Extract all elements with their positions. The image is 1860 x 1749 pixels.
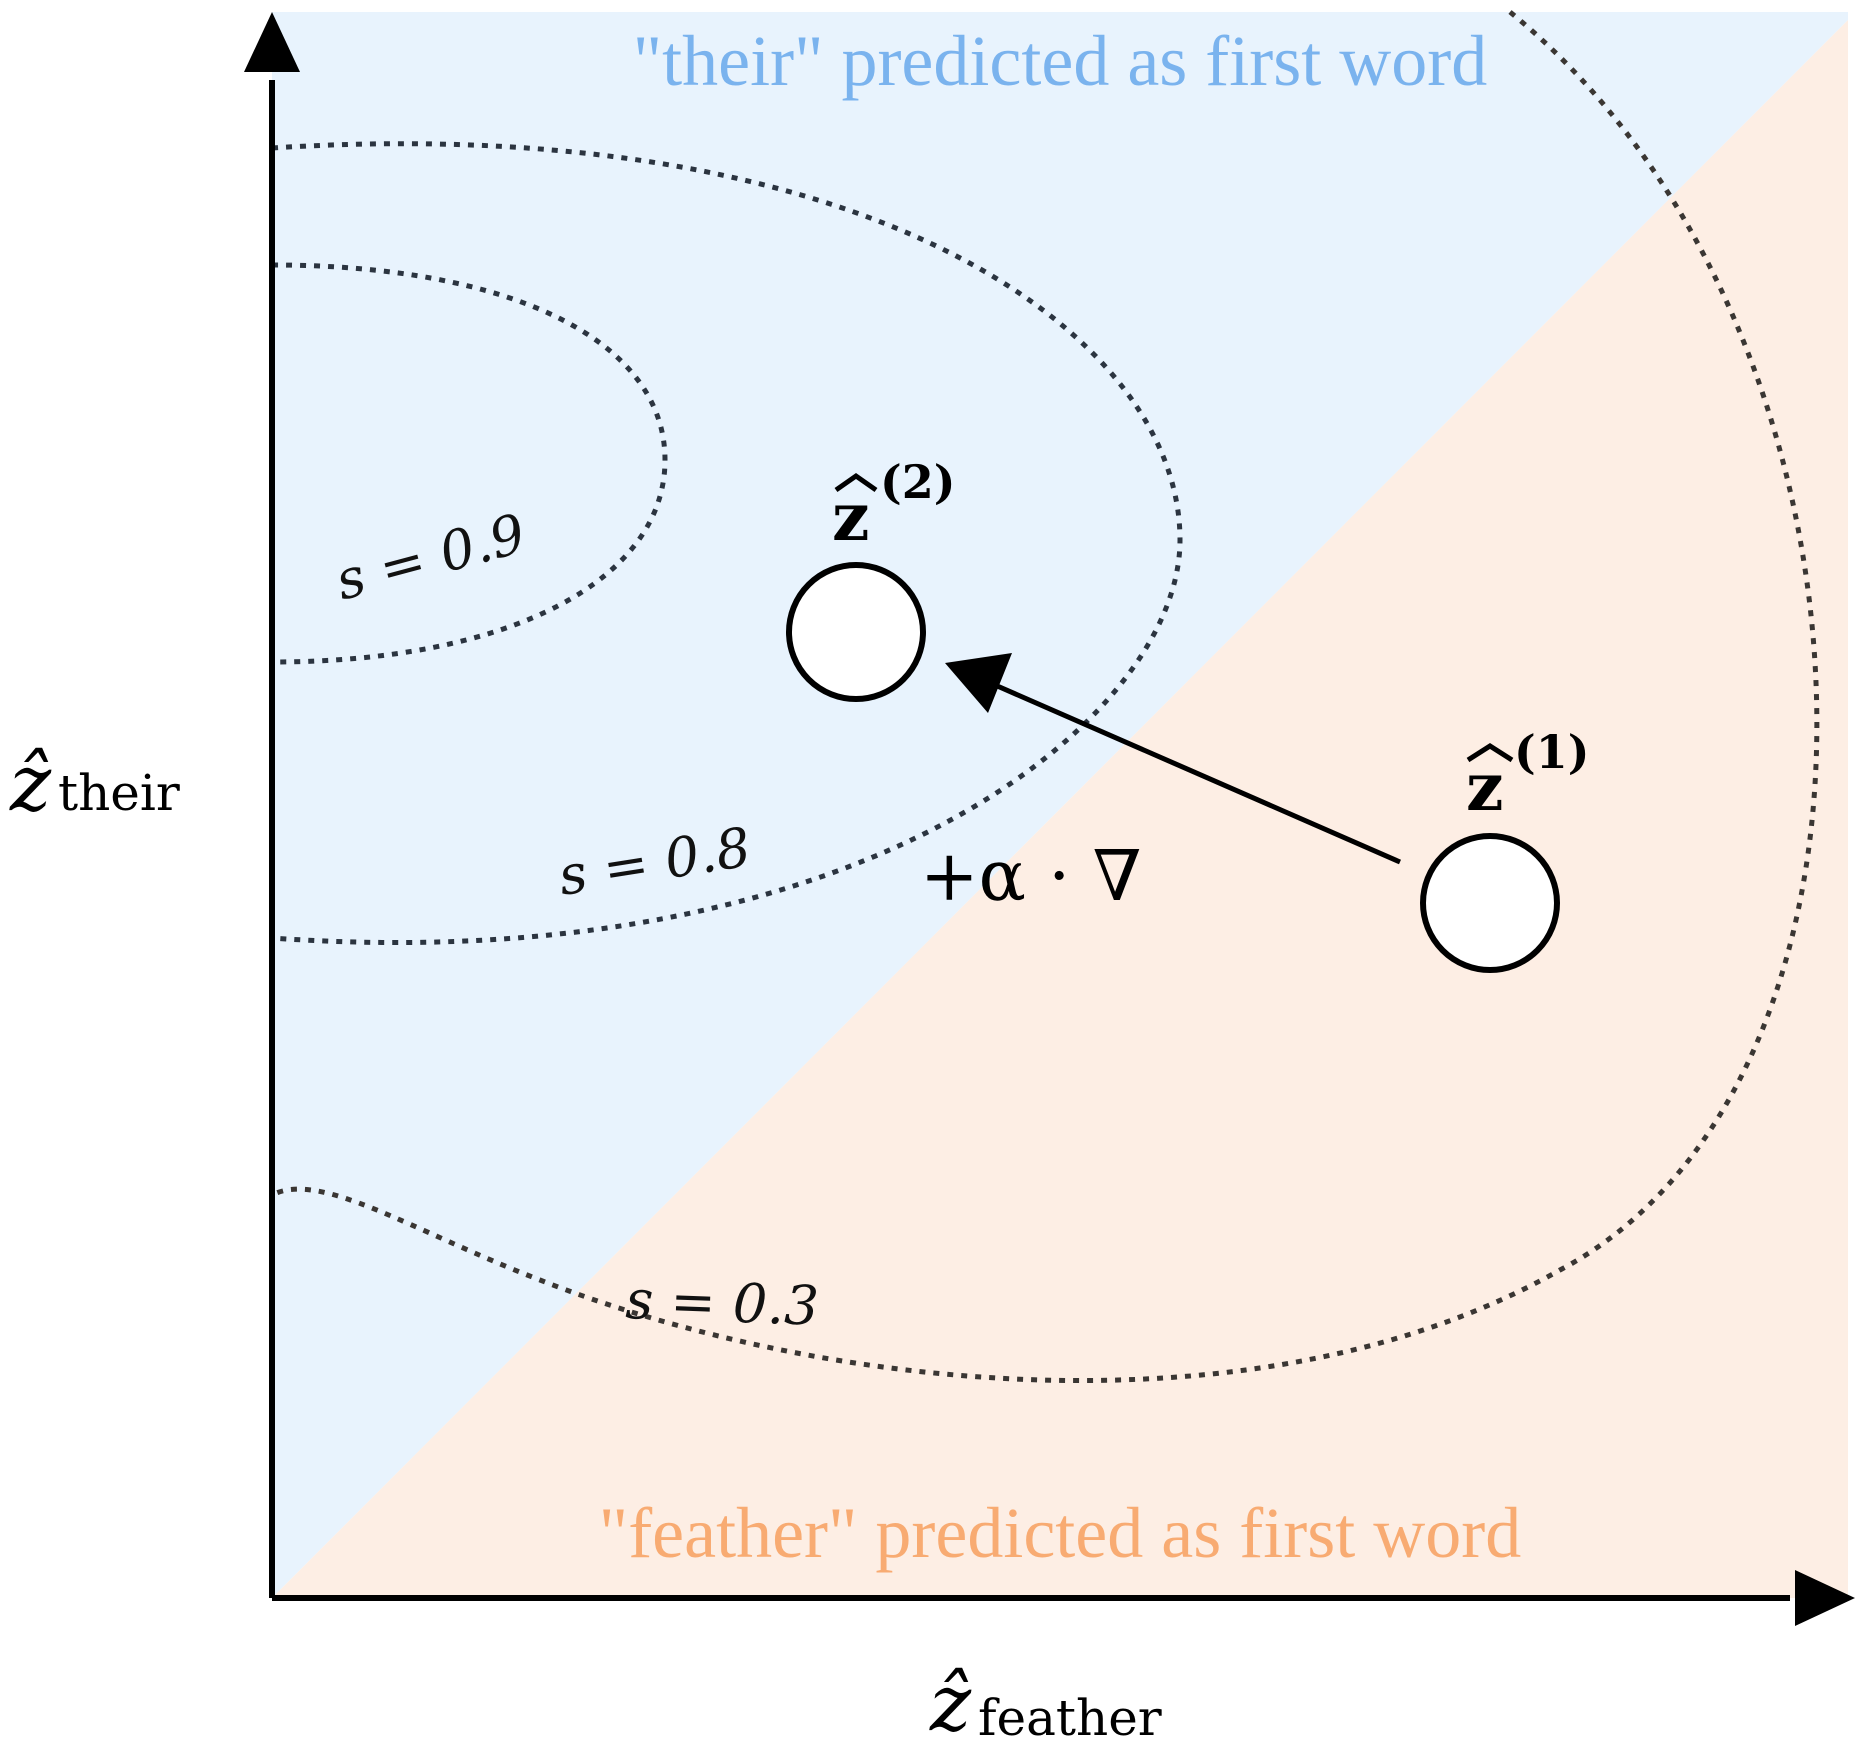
gradient-step-arrow bbox=[993, 682, 1402, 865]
point-z2-label: z (2) bbox=[832, 455, 956, 556]
x-axis-label-sub: feather bbox=[978, 1689, 1162, 1747]
y-axis-label-sub: their bbox=[58, 764, 180, 822]
y-axis-label: ẑ their bbox=[9, 739, 180, 829]
x-axis-label: ẑ feather bbox=[929, 1659, 1162, 1749]
their-region bbox=[272, 12, 1848, 1598]
gradient-step-label: +α · ∇ bbox=[920, 835, 1142, 917]
point-z2-hat-icon bbox=[834, 472, 878, 493]
point-z1-label-main: z bbox=[1466, 748, 1503, 826]
feather-region-label: "feather" predicted as first word bbox=[599, 1493, 1521, 1573]
y-axis-arrowhead bbox=[244, 12, 300, 72]
point-z1 bbox=[1420, 833, 1560, 973]
x-axis-arrowhead bbox=[1795, 1570, 1855, 1626]
feather-region bbox=[272, 20, 1848, 1598]
point-z2 bbox=[786, 562, 926, 702]
y-axis-label-main: ẑ bbox=[9, 739, 52, 829]
contour-label-0.3: s = 0.3 bbox=[625, 1268, 820, 1338]
point-z2-label-sup: (2) bbox=[880, 455, 956, 509]
x-axis-label-main: ẑ bbox=[929, 1659, 972, 1749]
point-z1-label: z (1) bbox=[1466, 725, 1590, 826]
contour-s-0.8 bbox=[271, 141, 1183, 945]
point-z2-label-main: z bbox=[832, 478, 869, 556]
their-region-label: "their" predicted as first word bbox=[633, 21, 1488, 101]
point-z1-label-sup: (1) bbox=[1514, 725, 1590, 779]
gradient-step-arrowhead bbox=[945, 653, 1012, 713]
point-z1-hat-icon bbox=[1466, 743, 1514, 763]
contour-s-0.9 bbox=[271, 262, 668, 665]
